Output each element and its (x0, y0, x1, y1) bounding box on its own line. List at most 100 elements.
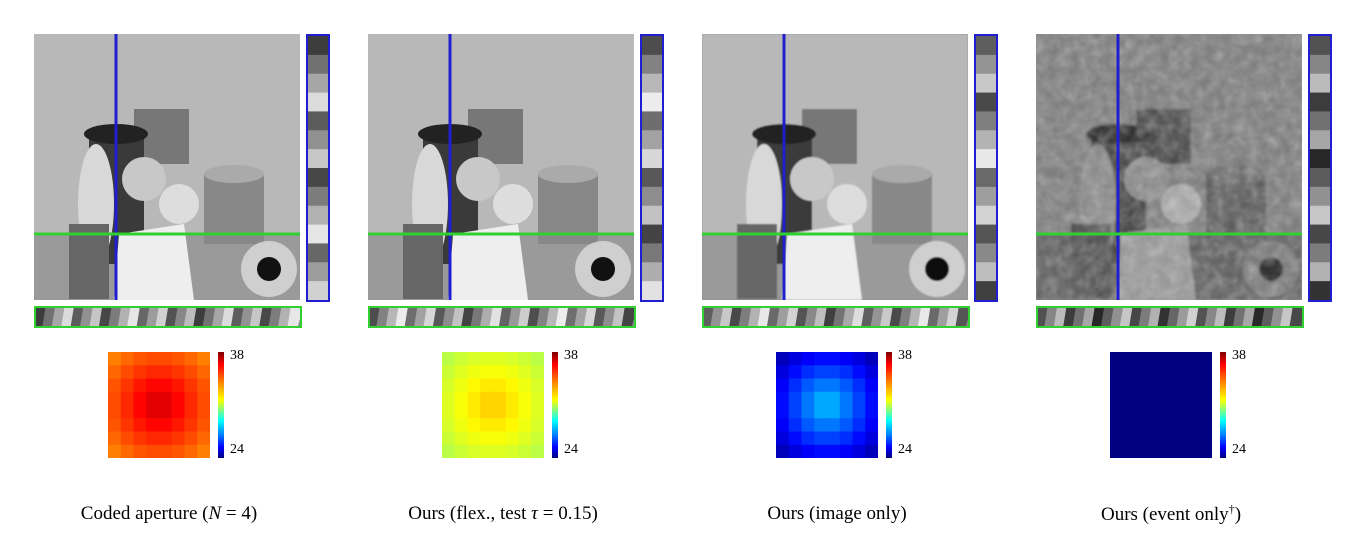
heatmap-cell (480, 352, 494, 366)
heatmap-cell (493, 378, 507, 393)
heatmap-cell (505, 431, 520, 446)
heatmap (108, 352, 211, 459)
heatmap-cell (133, 405, 147, 419)
heatmap-cell (108, 405, 122, 419)
heatmap-cell (518, 378, 532, 393)
scene-photo (34, 34, 300, 300)
heatmap-cell (197, 378, 211, 393)
heatmap-cell (1161, 391, 1175, 406)
heatmap-cell (480, 391, 494, 406)
heatmap-cell (531, 431, 545, 446)
heatmap-cell (442, 418, 456, 433)
heatmap-cell (108, 378, 122, 393)
heatmap-cell (159, 431, 173, 446)
heatmap-cell (454, 444, 469, 459)
heatmap-cell (505, 391, 520, 406)
heatmap-cell (108, 391, 122, 406)
heatmap-cell (1186, 352, 1200, 366)
heatmap-cell (184, 365, 198, 380)
heatmap-cell (827, 391, 841, 406)
heatmap-cell (531, 391, 545, 406)
psnr-heatmap (1110, 352, 1213, 459)
heatmap-cell (827, 431, 841, 446)
heatmap-cell (505, 444, 520, 459)
heatmap-cell (480, 431, 494, 446)
heatmap-cell (480, 444, 494, 459)
heatmap-cell (788, 405, 803, 419)
heatmap-cell (184, 444, 198, 459)
heatmap-cell (839, 431, 854, 446)
heatmap-cell (1122, 352, 1137, 366)
heatmap-cell (454, 378, 469, 393)
heatmap-cell (1135, 391, 1149, 406)
heatmap-cell (531, 418, 545, 433)
heatmap-cell (454, 405, 469, 419)
heatmap-cell (776, 391, 790, 406)
heatmap-cell (1135, 431, 1149, 446)
caption-sup: † (1228, 501, 1235, 516)
heatmap-cell (146, 352, 160, 366)
caption-math: τ (531, 503, 538, 524)
reconstruction-image (1036, 34, 1302, 300)
heatmap-cell (467, 365, 481, 380)
heatmap-cell (480, 418, 494, 433)
heatmap-cell (171, 352, 186, 366)
heatmap-cell (1199, 405, 1213, 419)
heatmap-cell (159, 378, 173, 393)
heatmap-cell (171, 418, 186, 433)
psnr-heatmap (776, 352, 879, 459)
colorbar-min-label: 24 (230, 442, 244, 457)
heatmap-cell (197, 444, 211, 459)
heatmap-cell (159, 405, 173, 419)
heatmap-cell (159, 352, 173, 366)
heatmap-cell (1122, 365, 1137, 380)
heatmap-cell (1148, 418, 1162, 433)
heatmap-cell (1199, 418, 1213, 433)
vertical-slice (640, 34, 664, 302)
heatmap-cell (171, 405, 186, 419)
heatmap-cell (531, 352, 545, 366)
heatmap-cell (852, 444, 866, 459)
heatmap-cell (1135, 418, 1149, 433)
heatmap-cell (852, 378, 866, 393)
heatmap-cell (480, 405, 494, 419)
heatmap-cell (1186, 378, 1200, 393)
heatmap-cell (493, 444, 507, 459)
heatmap-cell (1110, 405, 1124, 419)
heatmap-cell (1186, 431, 1200, 446)
heatmap-cell (493, 352, 507, 366)
heatmap-cell (146, 405, 160, 419)
heatmap-cell (788, 391, 803, 406)
heatmap-cell (171, 378, 186, 393)
vertical-slice (306, 34, 330, 302)
heatmap-cell (467, 391, 481, 406)
heatmap-cell (454, 418, 469, 433)
psnr-heatmap (442, 352, 545, 459)
heatmap-cell (788, 378, 803, 393)
heatmap-cell (493, 431, 507, 446)
heatmap-cell (1148, 444, 1162, 459)
heatmap-cell (852, 352, 866, 366)
heatmap-cell (1122, 391, 1137, 406)
heatmap-cell (1186, 365, 1200, 380)
heatmap-cell (146, 431, 160, 446)
heatmap-cell (1173, 444, 1188, 459)
heatmap-cell (159, 418, 173, 433)
heatmap-cell (184, 352, 198, 366)
heatmap-cell (839, 352, 854, 366)
heatmap-cell (852, 405, 866, 419)
heatmap-cell (1122, 418, 1137, 433)
heatmap-cell (776, 444, 790, 459)
heatmap-cell (184, 431, 198, 446)
heatmap-cell (120, 405, 135, 419)
heatmap-cell (1122, 378, 1137, 393)
heatmap-cell (1161, 418, 1175, 433)
panel-caption: Coded aperture (N = 4) (0, 503, 344, 525)
horizontal-slice (34, 306, 302, 328)
heatmap-cell (505, 378, 520, 393)
heatmap-cell (1161, 352, 1175, 366)
heatmap-cell (120, 418, 135, 433)
heatmap-cell (1186, 405, 1200, 419)
